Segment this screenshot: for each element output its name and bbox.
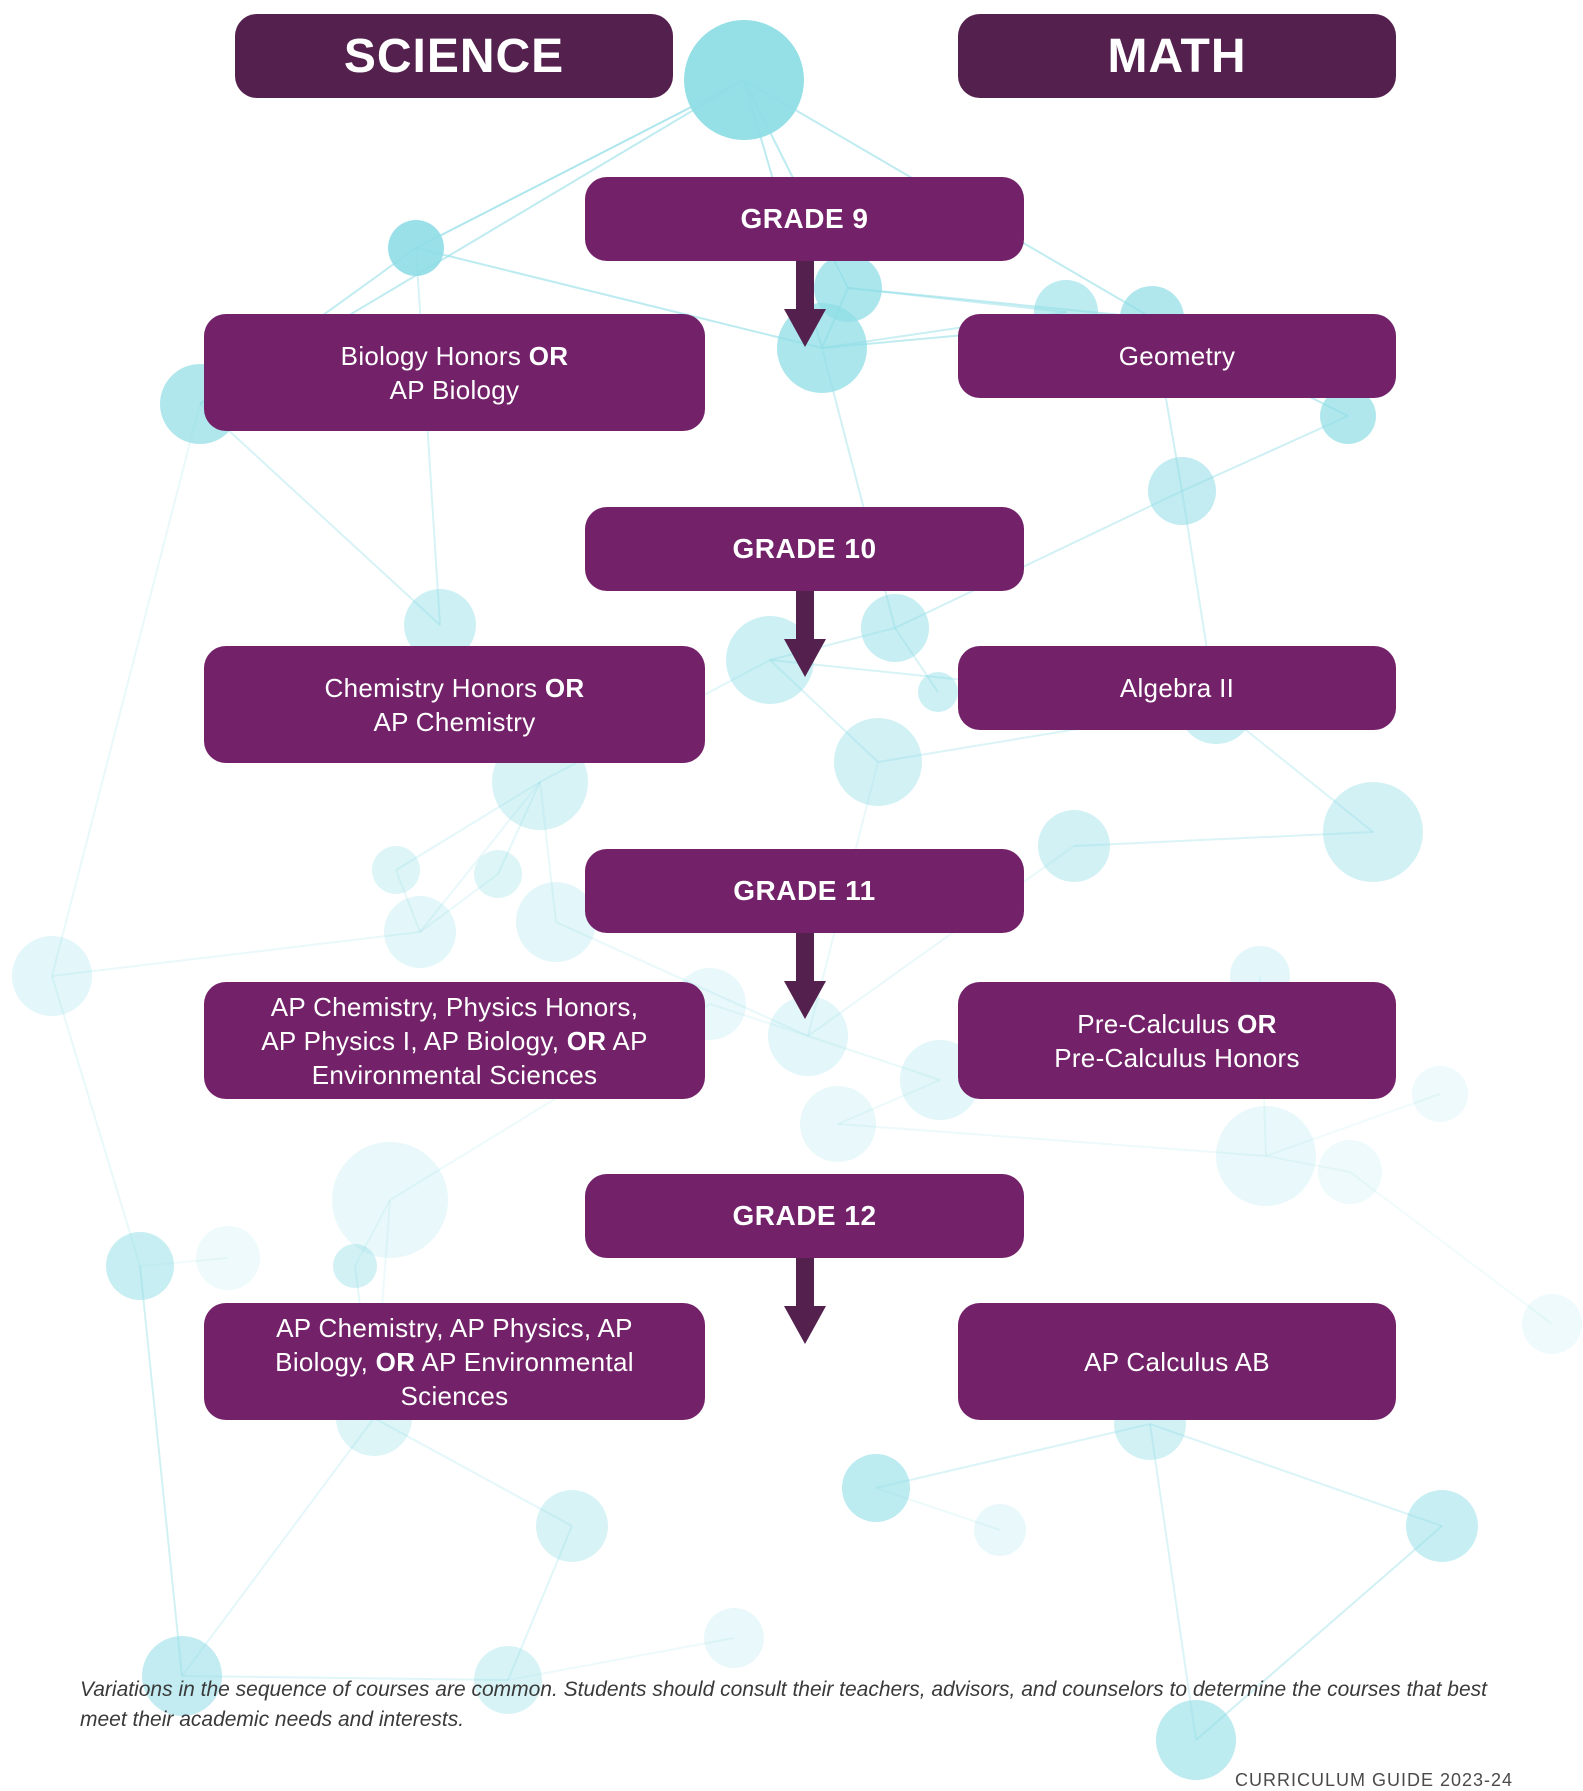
grade-12-arrow xyxy=(784,1258,826,1344)
network-link xyxy=(199,403,441,626)
network-link xyxy=(875,1423,1151,1489)
grade-9-label: GRADE 9 xyxy=(585,177,1024,261)
grade-10-label: GRADE 10 xyxy=(585,507,1024,591)
network-node xyxy=(536,1490,608,1562)
network-link xyxy=(181,1417,375,1677)
grade-10-math-course: Algebra II xyxy=(958,646,1396,730)
network-node xyxy=(1148,457,1216,525)
grade-12-math-course: AP Calculus AB xyxy=(958,1303,1396,1420)
network-node xyxy=(1320,388,1376,444)
network-node xyxy=(384,896,456,968)
network-node xyxy=(861,594,929,662)
grade-11-label: GRADE 11 xyxy=(585,849,1024,933)
network-link xyxy=(415,247,441,626)
network-node xyxy=(333,1244,377,1288)
network-node xyxy=(918,672,958,712)
network-link xyxy=(1349,1171,1553,1325)
network-link xyxy=(507,1637,735,1681)
network-node xyxy=(814,254,882,322)
network-node xyxy=(404,589,476,661)
network-node xyxy=(1318,1140,1382,1204)
network-link xyxy=(507,1525,573,1681)
network-link xyxy=(415,79,745,249)
network-link xyxy=(1073,831,1374,847)
network-node xyxy=(684,20,804,140)
network-link xyxy=(395,869,421,933)
network-link xyxy=(847,287,1153,319)
network-link xyxy=(373,1417,573,1527)
network-node xyxy=(1522,1294,1582,1354)
network-link xyxy=(837,1123,1267,1157)
network-link xyxy=(415,247,823,349)
network-link xyxy=(1149,1423,1443,1527)
network-node xyxy=(768,996,848,1076)
network-link xyxy=(497,781,541,875)
network-node xyxy=(1156,1700,1236,1780)
network-link xyxy=(894,490,1183,629)
grade-11-arrow xyxy=(784,933,826,1019)
network-node xyxy=(800,1086,876,1162)
network-node xyxy=(142,1636,222,1716)
network-link xyxy=(1265,1093,1441,1157)
network-node xyxy=(1406,1490,1478,1562)
network-link xyxy=(555,921,809,1037)
network-link xyxy=(1265,1155,1351,1173)
grade-11-science-course: AP Chemistry, Physics Honors,AP Physics … xyxy=(204,982,705,1099)
grade-9-math-course: Geometry xyxy=(958,314,1396,398)
network-link xyxy=(769,659,879,763)
network-link xyxy=(807,845,1075,1037)
science-header: SCIENCE xyxy=(235,14,673,98)
network-node xyxy=(834,718,922,806)
network-link xyxy=(181,1675,509,1681)
network-node xyxy=(332,1142,448,1258)
network-link xyxy=(395,781,541,871)
network-link xyxy=(51,403,201,977)
network-node xyxy=(474,850,522,898)
network-node xyxy=(726,616,814,704)
network-link xyxy=(419,873,499,933)
network-link xyxy=(807,1035,941,1081)
network-node xyxy=(1216,1106,1316,1206)
math-header: MATH xyxy=(958,14,1396,98)
network-link xyxy=(419,781,541,933)
network-link xyxy=(1149,1423,1197,1741)
grade-10-arrow xyxy=(784,591,826,677)
network-node xyxy=(842,1454,910,1522)
network-node xyxy=(196,1226,260,1290)
network-node xyxy=(516,882,596,962)
footnote: Variations in the sequence of courses ar… xyxy=(80,1678,1487,1731)
network-node xyxy=(372,846,420,894)
network-node xyxy=(704,1608,764,1668)
network-node xyxy=(106,1232,174,1300)
network-link xyxy=(354,1199,391,1267)
grade-12-label: GRADE 12 xyxy=(585,1174,1024,1258)
network-node xyxy=(1412,1066,1468,1122)
network-node xyxy=(974,1504,1026,1556)
network-node xyxy=(474,1646,542,1714)
network-node xyxy=(1323,782,1423,882)
network-link xyxy=(709,1003,809,1037)
network-link xyxy=(539,781,557,923)
network-link xyxy=(51,975,141,1267)
network-link xyxy=(1195,1525,1443,1741)
grade-9-arrow xyxy=(784,261,826,347)
network-link xyxy=(51,931,421,977)
network-link xyxy=(139,1265,183,1677)
network-link xyxy=(837,1079,941,1125)
network-node xyxy=(12,936,92,1016)
network-node xyxy=(388,220,444,276)
network-node xyxy=(1038,810,1110,882)
